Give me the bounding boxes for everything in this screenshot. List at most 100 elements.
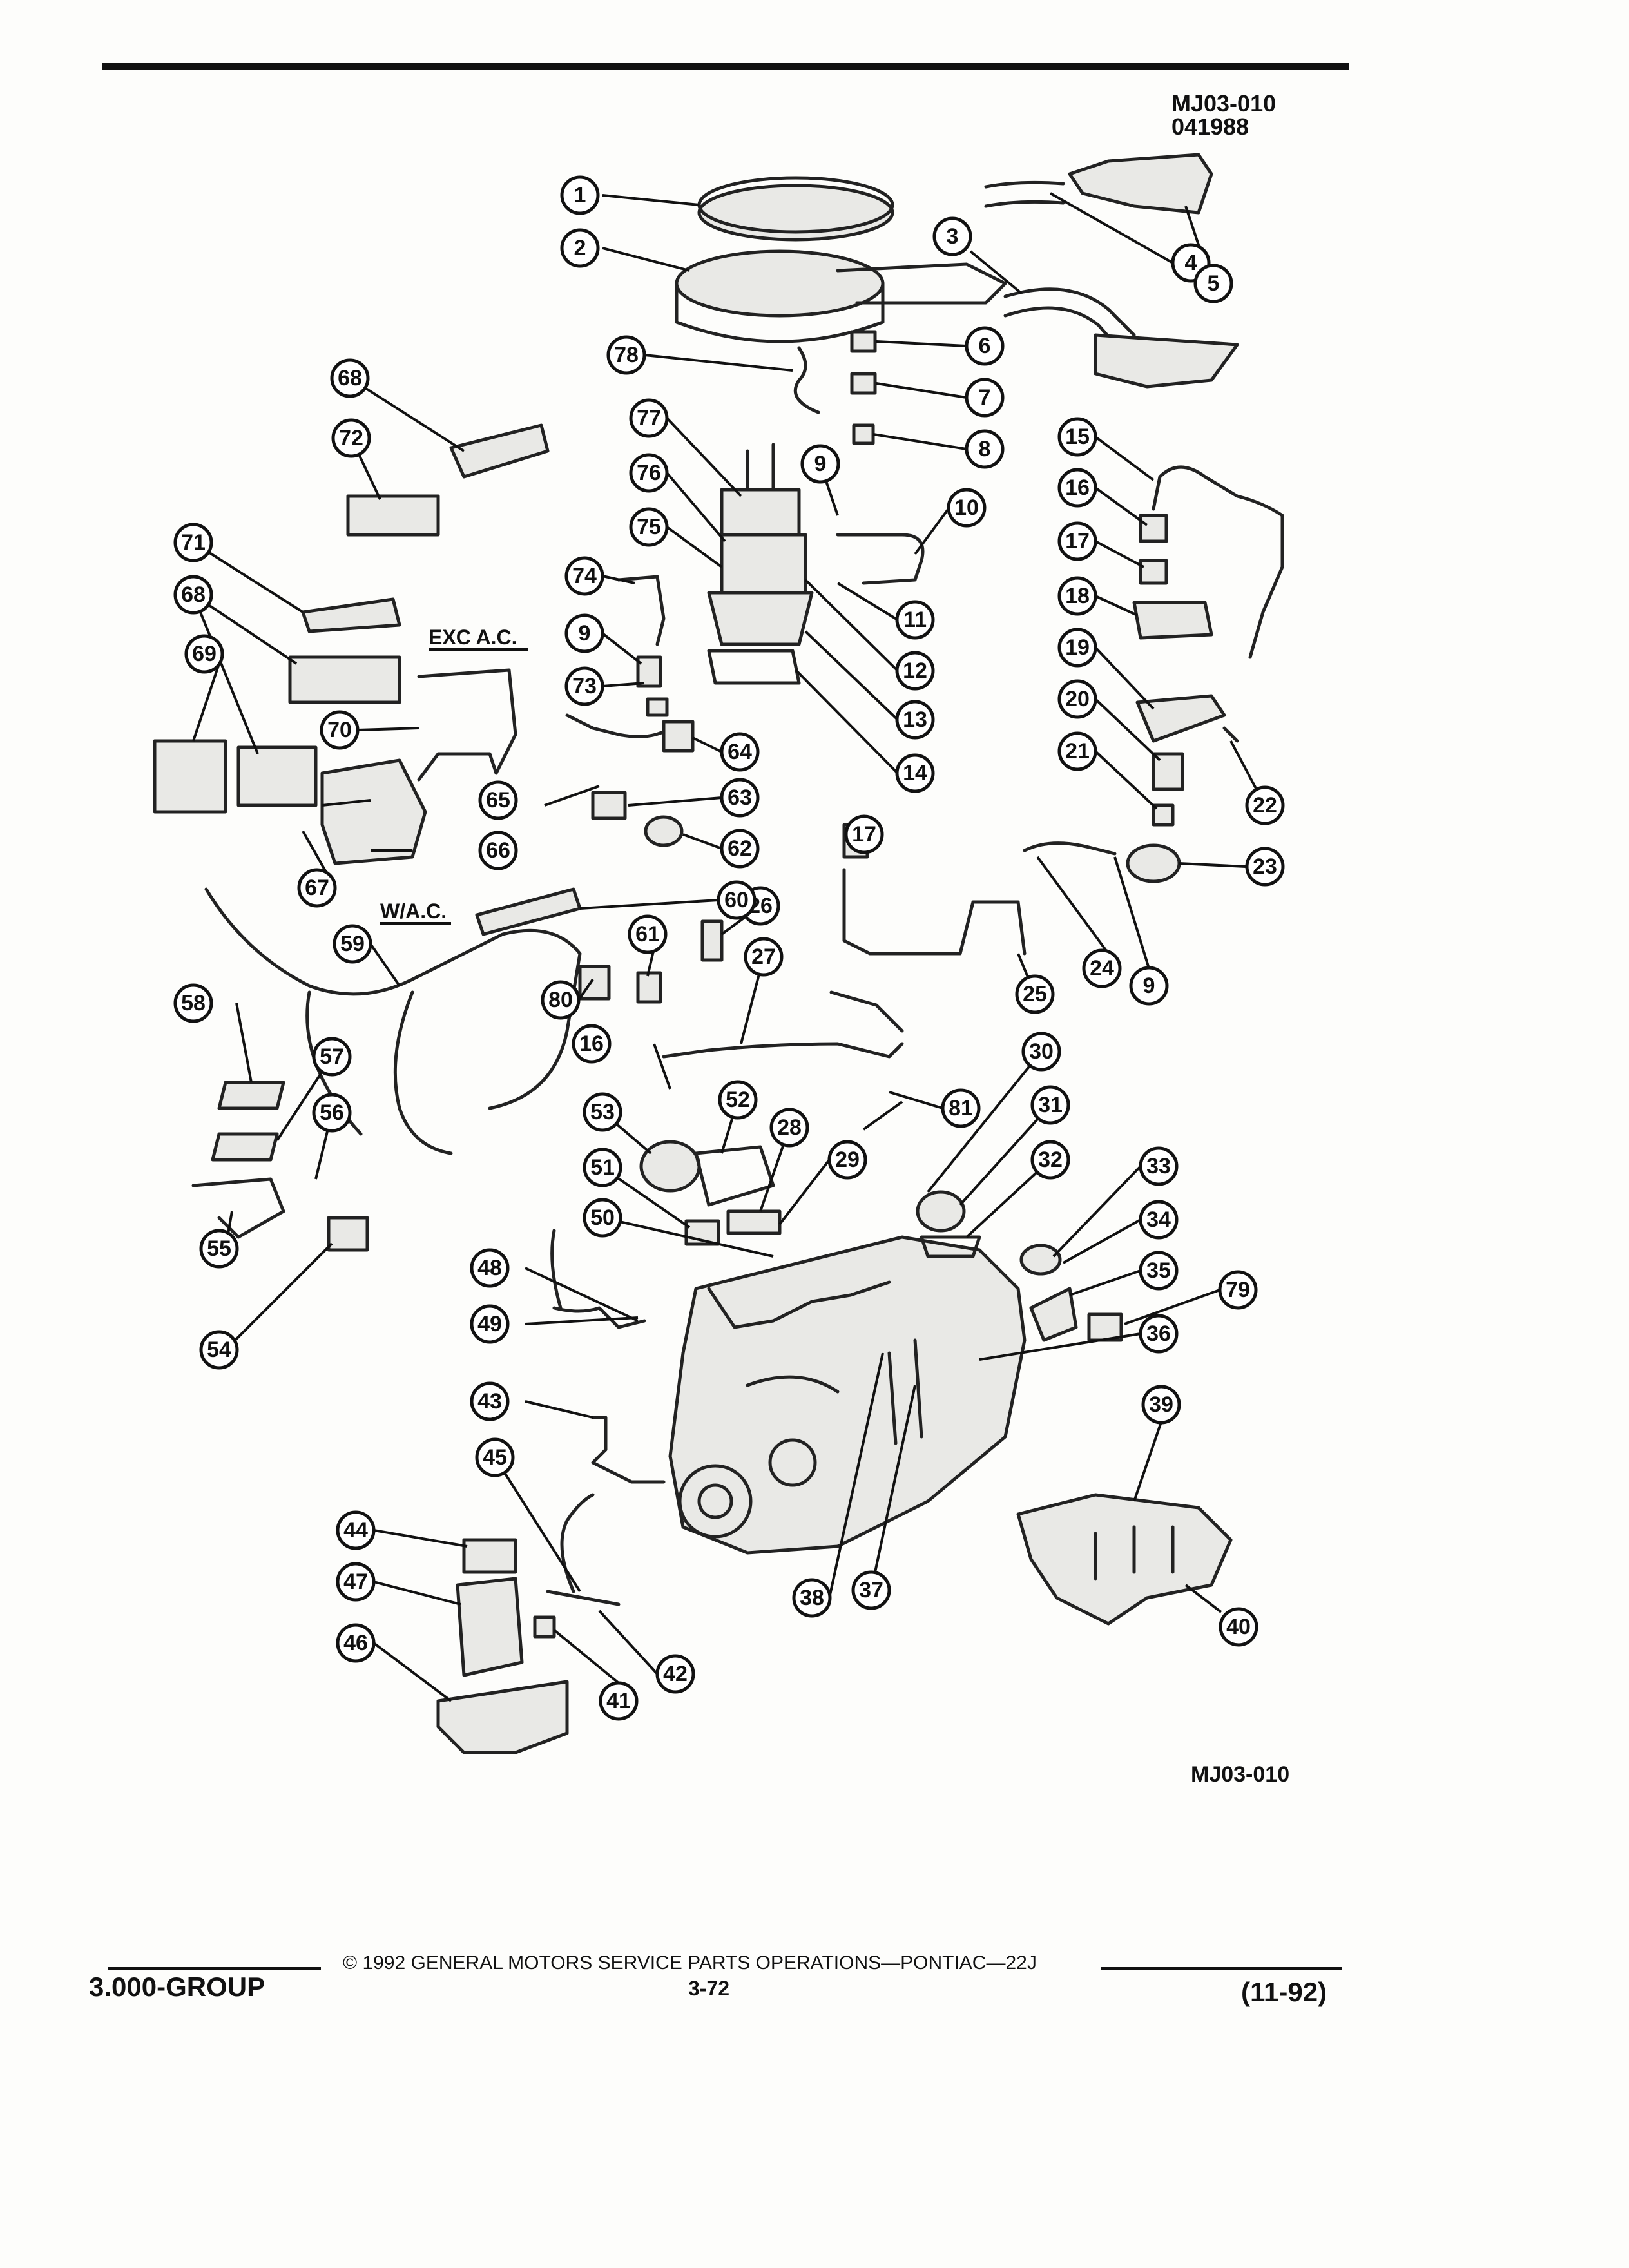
- svg-text:81: 81: [949, 1096, 973, 1120]
- thermostat-parts: [639, 1140, 782, 1246]
- callout-22: 22: [1245, 785, 1285, 825]
- svg-text:9: 9: [579, 621, 591, 646]
- svg-text:16: 16: [579, 1032, 604, 1056]
- air-duct: [1003, 287, 1239, 389]
- svg-text:48: 48: [477, 1256, 502, 1280]
- svg-text:32: 32: [1038, 1148, 1063, 1172]
- callout-78: 78: [606, 335, 646, 375]
- callout-42: 42: [655, 1654, 695, 1694]
- svg-text:34: 34: [1146, 1207, 1171, 1232]
- callout-58: 58: [173, 983, 213, 1023]
- svg-text:8: 8: [979, 437, 991, 461]
- callout-12: 12: [895, 651, 935, 691]
- callout-55: 55: [199, 1229, 239, 1269]
- svg-text:68: 68: [181, 582, 206, 607]
- svg-text:17: 17: [852, 822, 876, 847]
- small-fittings: [617, 575, 669, 717]
- callout-31: 31: [1030, 1085, 1070, 1125]
- svg-text:58: 58: [181, 991, 206, 1015]
- callout-43: 43: [470, 1381, 510, 1421]
- sensors: [565, 713, 724, 1004]
- coolant-tube: [842, 868, 1027, 956]
- relay-brackets: [191, 1081, 369, 1252]
- callout-56: 56: [312, 1093, 352, 1133]
- svg-text:19: 19: [1065, 635, 1090, 660]
- svg-text:9: 9: [1143, 974, 1155, 998]
- callout-10: 10: [947, 488, 987, 528]
- wiring-harness: [204, 887, 582, 1155]
- svg-text:5: 5: [1208, 271, 1220, 296]
- footer-page-number: 3-72: [688, 1977, 730, 2000]
- callout-51: 51: [583, 1148, 622, 1187]
- pcv-tube: [1152, 465, 1284, 659]
- svg-text:9: 9: [815, 452, 827, 476]
- svg-text:63: 63: [728, 785, 752, 810]
- svg-text:75: 75: [637, 515, 661, 539]
- svg-text:74: 74: [572, 564, 597, 588]
- svg-text:54: 54: [207, 1338, 231, 1362]
- callout-37: 37: [851, 1570, 891, 1610]
- callout-73: 73: [564, 666, 604, 706]
- svg-text:10: 10: [954, 495, 979, 520]
- egr-passage-parts: [1019, 1244, 1123, 1342]
- callout-59: 59: [333, 924, 372, 964]
- figure-code: MJ03-010: [1171, 90, 1277, 117]
- callout-1: 1: [560, 175, 600, 215]
- svg-text:53: 53: [590, 1100, 615, 1124]
- svg-text:50: 50: [590, 1206, 615, 1230]
- callout-60: 60: [717, 880, 757, 920]
- svg-text:18: 18: [1065, 584, 1090, 608]
- svg-text:35: 35: [1146, 1258, 1171, 1283]
- svg-text:43: 43: [477, 1389, 502, 1414]
- svg-text:14: 14: [903, 761, 927, 785]
- callout-57: 57: [312, 1037, 352, 1077]
- callout-65: 65: [478, 780, 518, 820]
- callout-40: 40: [1219, 1607, 1258, 1647]
- callout-69: 69: [184, 634, 224, 674]
- callout-39: 39: [1141, 1385, 1181, 1425]
- mounting-bracket: [475, 887, 582, 936]
- svg-text:69: 69: [192, 642, 217, 666]
- svg-text:73: 73: [572, 674, 597, 698]
- callout-33: 33: [1139, 1146, 1179, 1186]
- svg-text:56: 56: [320, 1100, 344, 1125]
- svg-text:37: 37: [859, 1578, 883, 1602]
- callout-36: 36: [1139, 1314, 1179, 1354]
- pcv-valve-parts: [1132, 514, 1213, 640]
- svg-text:31: 31: [1038, 1093, 1063, 1117]
- footer-revision: (11-92): [1241, 1977, 1327, 2007]
- callout-21: 21: [1057, 731, 1097, 771]
- w-ac-label: W/A.C.: [380, 899, 447, 923]
- svg-text:64: 64: [728, 740, 752, 764]
- callout-11: 11: [895, 600, 935, 640]
- callout-50: 50: [583, 1198, 622, 1238]
- svg-text:23: 23: [1253, 854, 1277, 879]
- svg-text:6: 6: [979, 334, 991, 358]
- footer-group: 3.000-GROUP: [89, 1972, 265, 2002]
- engine-block: [668, 1235, 1027, 1555]
- date-code: 041988: [1171, 113, 1249, 140]
- svg-text:51: 51: [590, 1155, 615, 1180]
- callout-48: 48: [470, 1248, 510, 1288]
- svg-text:61: 61: [635, 922, 660, 947]
- svg-text:49: 49: [477, 1312, 502, 1336]
- svg-text:29: 29: [835, 1148, 860, 1172]
- callout-79: 79: [1218, 1270, 1258, 1310]
- callout-47: 47: [336, 1562, 376, 1602]
- footer-rule-right: [1101, 1967, 1342, 1970]
- callout-70: 70: [320, 710, 360, 750]
- svg-text:13: 13: [903, 707, 927, 732]
- callout-28: 28: [769, 1108, 809, 1148]
- callout-54: 54: [199, 1330, 239, 1370]
- callout-35: 35: [1139, 1251, 1179, 1291]
- svg-text:55: 55: [207, 1236, 231, 1261]
- svg-text:44: 44: [343, 1518, 368, 1542]
- callout-2: 2: [560, 228, 600, 268]
- svg-text:76: 76: [637, 461, 661, 485]
- callout-44: 44: [336, 1510, 376, 1550]
- svg-text:40: 40: [1226, 1615, 1251, 1639]
- throttle-body-assembly: [707, 443, 814, 685]
- callout-52: 52: [718, 1080, 758, 1120]
